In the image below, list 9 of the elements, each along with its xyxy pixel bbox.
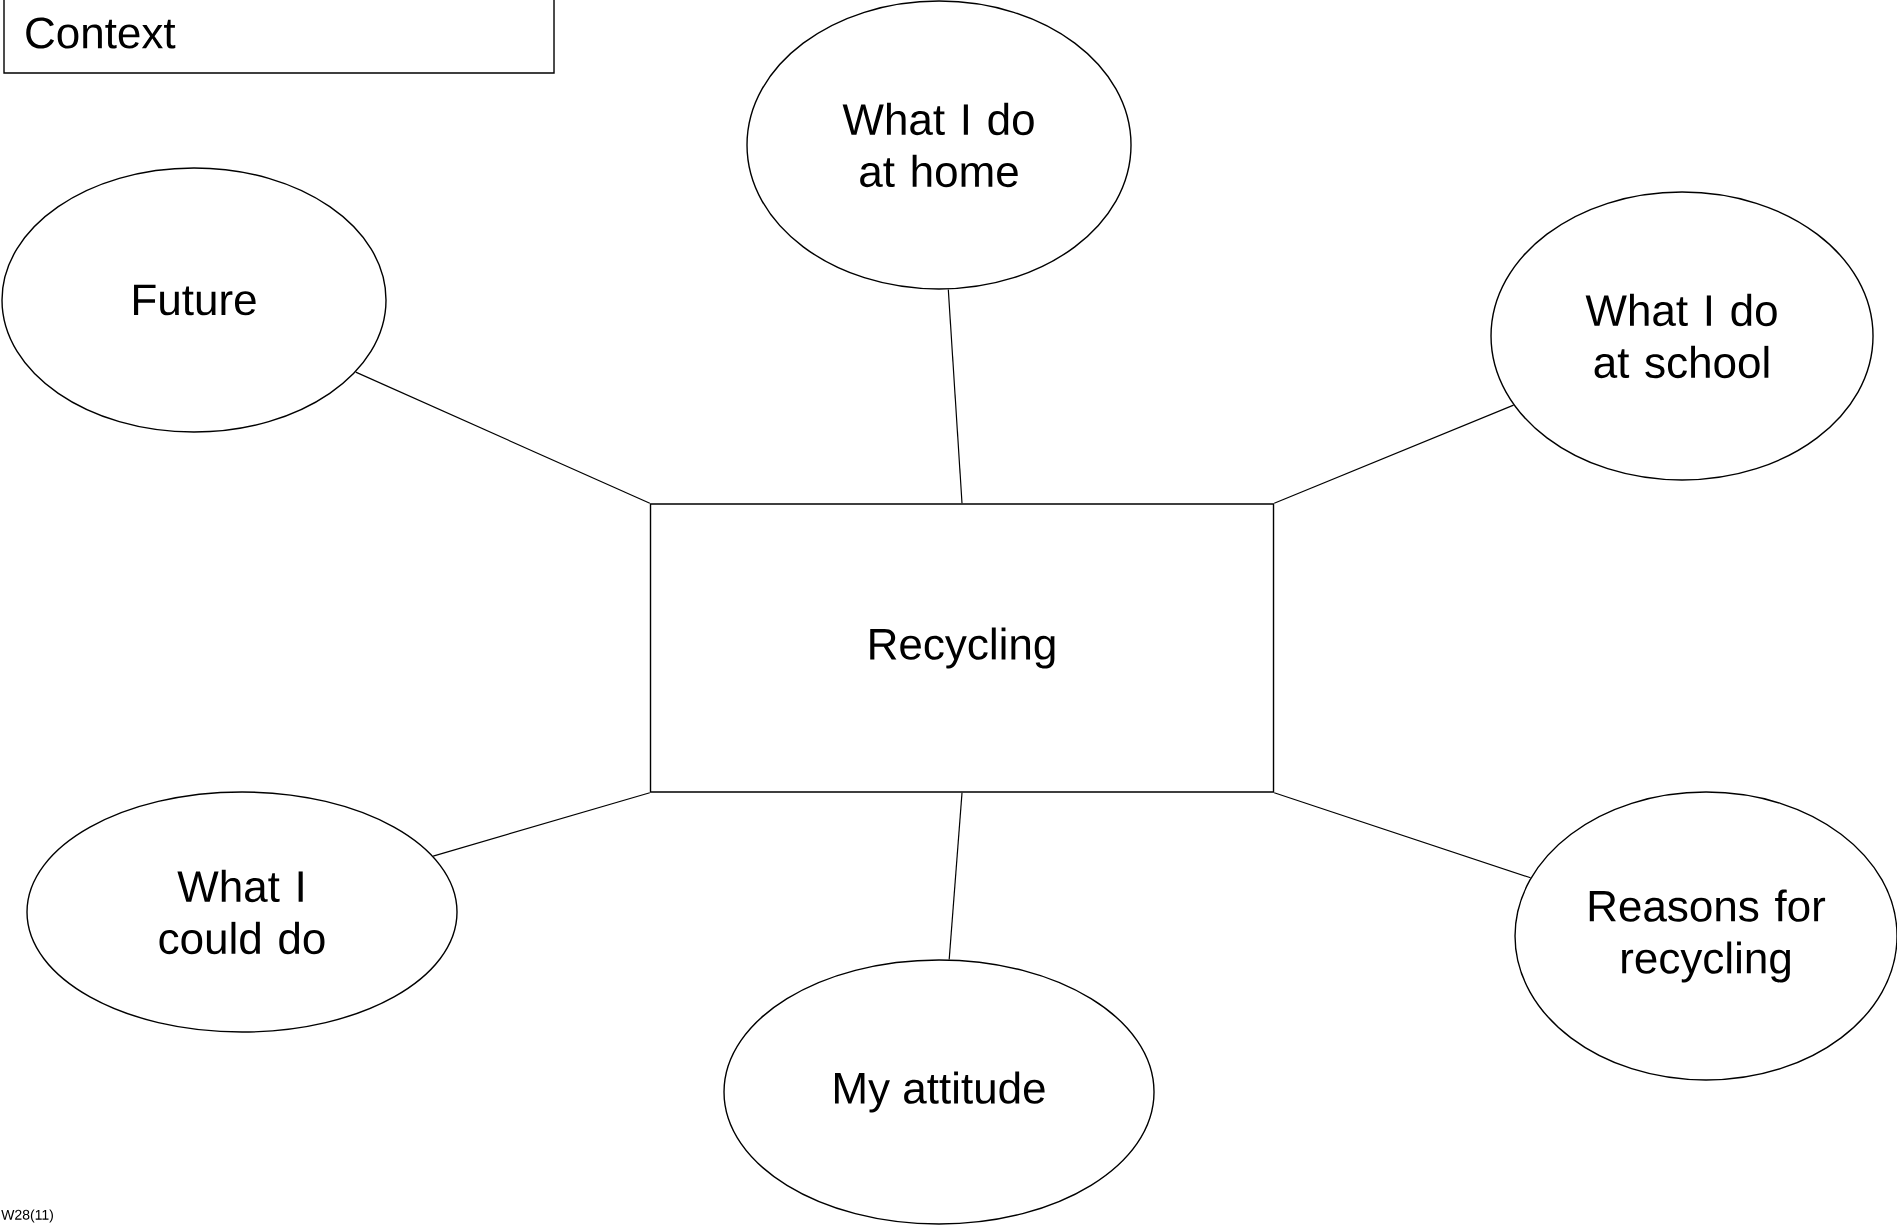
code-note: W28(11) [1,1209,53,1223]
topic-box: Recycling [649,503,1275,793]
title-box: Context [3,0,555,74]
connector-line [1273,404,1515,504]
connector-line [432,792,651,857]
connector-line [948,792,963,961]
connector-line [1273,792,1532,879]
connector-line [355,371,651,504]
connector-line [947,288,963,504]
